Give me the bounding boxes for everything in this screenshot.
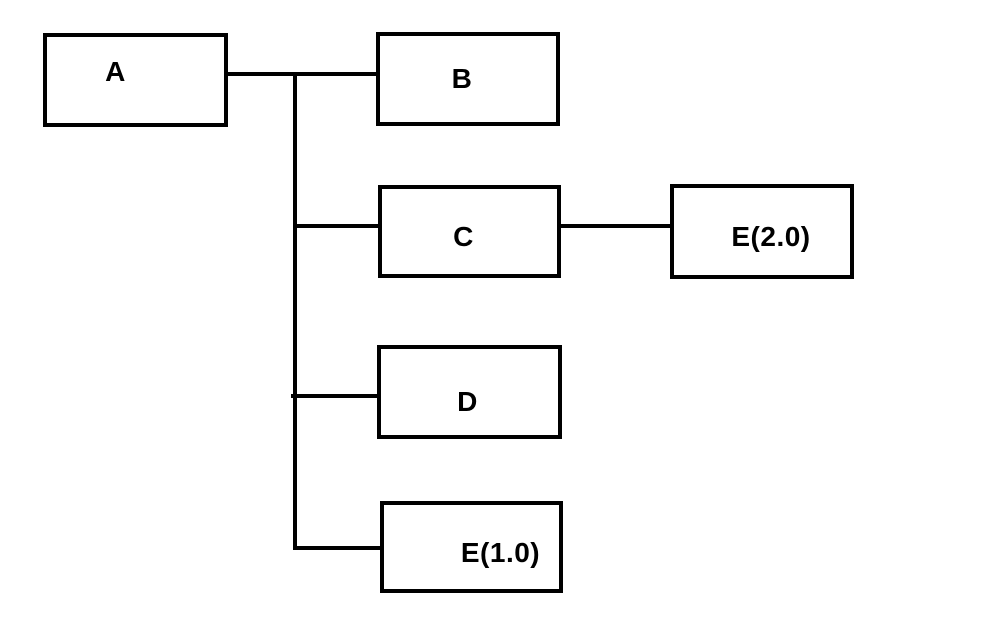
node-a: A bbox=[43, 33, 228, 127]
connector-trunk-to-d bbox=[291, 394, 377, 398]
node-d: D bbox=[377, 345, 562, 439]
node-c: C bbox=[378, 185, 561, 278]
connector-a-to-b bbox=[226, 72, 378, 76]
node-a-label: A bbox=[105, 56, 126, 87]
connector-trunk-to-c bbox=[293, 224, 378, 228]
node-b: B bbox=[376, 32, 560, 126]
connector-trunk-to-e1 bbox=[293, 546, 380, 550]
node-c-label: C bbox=[453, 220, 474, 252]
node-e2: E(2.0) bbox=[670, 184, 854, 279]
node-b-label: B bbox=[451, 63, 473, 94]
connector-c-to-e2 bbox=[559, 224, 672, 228]
connector-trunk-vertical bbox=[293, 72, 297, 550]
node-e1: E(1.0) bbox=[380, 501, 563, 593]
node-d-label: D bbox=[457, 386, 478, 417]
node-e1-label: E(1.0) bbox=[460, 537, 541, 568]
node-e2-label: E(2.0) bbox=[731, 220, 811, 252]
